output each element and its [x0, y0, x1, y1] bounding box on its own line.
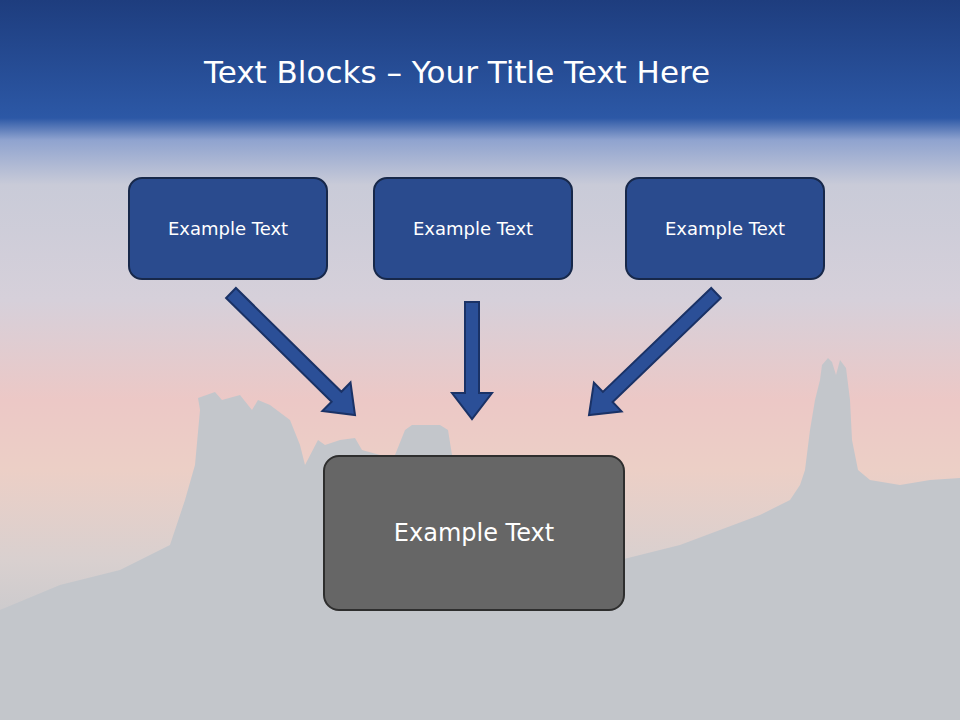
block-arrow: [452, 302, 492, 419]
block-text: Example Text: [403, 212, 543, 245]
arrow-shape: [589, 288, 721, 415]
block-arrow: [589, 288, 721, 415]
block-arrow: [226, 288, 355, 415]
result-block: Example Text: [323, 455, 625, 611]
arrow-shape: [452, 302, 492, 419]
arrow-shape: [226, 288, 355, 415]
block-text: Example Text: [655, 212, 795, 245]
block-text: Example Text: [158, 212, 298, 245]
text-block: Example Text: [373, 177, 573, 280]
block-text: Example Text: [384, 513, 564, 553]
text-block: Example Text: [625, 177, 825, 280]
text-block: Example Text: [128, 177, 328, 280]
slide-title: Text Blocks – Your Title Text Here: [204, 54, 710, 90]
desert-silhouette: [0, 358, 960, 720]
